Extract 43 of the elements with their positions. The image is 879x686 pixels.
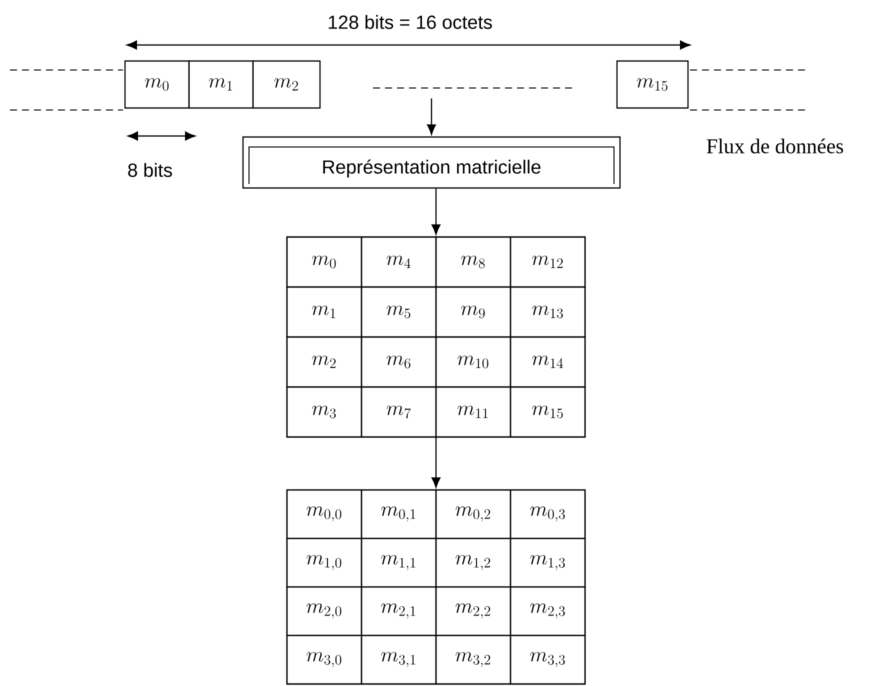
byte-cell: $m_{2}$ — [252, 60, 321, 109]
byte-cell: $m_{1,1}$ — [360, 538, 437, 588]
byte-cell: $m_{2,3}$ — [510, 586, 586, 636]
dimension-label: 128 bits = 16 octets — [328, 15, 492, 29]
byte-cell: $m_{2,0}$ — [286, 586, 362, 636]
byte-cell: $m_{5}$ — [360, 286, 437, 338]
byte-cell: $m_{0}$ — [124, 60, 190, 109]
byte-cell: $m_{2,1}$ — [360, 586, 437, 636]
byte-cell: $m_{13}$ — [510, 286, 586, 338]
byte-cell: $m_{1}$ — [188, 60, 254, 109]
byte-cell: $m_{8}$ — [435, 236, 512, 288]
byte-cell: $m_{3,0}$ — [286, 634, 362, 685]
byte-cell: $m_{3,1}$ — [360, 634, 437, 685]
process-box: Représentation matricielle — [242, 136, 621, 189]
byte-cell: $m_{3}$ — [286, 386, 362, 438]
byte-cell: $m_{1,0}$ — [286, 538, 362, 588]
byte-cell: $m_{7}$ — [360, 386, 437, 438]
byte-cell: $m_{6}$ — [360, 336, 437, 388]
byte-cell: $m_{12}$ — [510, 236, 586, 288]
stream-label: Flux de données — [706, 138, 844, 154]
byte-cell: $m_{1}$ — [286, 286, 362, 338]
byte-cell: $m_{2}$ — [286, 336, 362, 388]
byte-cell: $m_{1,2}$ — [435, 538, 512, 588]
byte-cell: $m_{14}$ — [510, 336, 586, 388]
arrow — [427, 98, 436, 135]
byte-cell: $m_{2,2}$ — [435, 586, 512, 636]
byte-cell: $m_{0,1}$ — [360, 489, 437, 540]
byte-cell: $m_{3,2}$ — [435, 634, 512, 685]
byte-cell: $m_{0,2}$ — [435, 489, 512, 540]
byte-cell: $m_{15}$ — [510, 386, 586, 438]
byte-cell: $m_{4}$ — [360, 236, 437, 288]
byte-cell: $m_{11}$ — [435, 386, 512, 438]
byte-cell: $m_{3,3}$ — [510, 634, 586, 685]
byte-cell: $m_{10}$ — [435, 336, 512, 388]
byte-cell: $m_{0,3}$ — [510, 489, 586, 540]
byte-cell: $m_{15}$ — [616, 60, 689, 109]
byte-cell: $m_{0,0}$ — [286, 489, 362, 540]
dimension-label: 8 bits — [128, 163, 172, 177]
arrow — [432, 438, 440, 488]
byte-cell: $m_{9}$ — [435, 286, 512, 338]
byte-cell: $m_{1,3}$ — [510, 538, 586, 588]
byte-cell: $m_{0}$ — [286, 236, 362, 288]
arrow — [432, 188, 440, 235]
